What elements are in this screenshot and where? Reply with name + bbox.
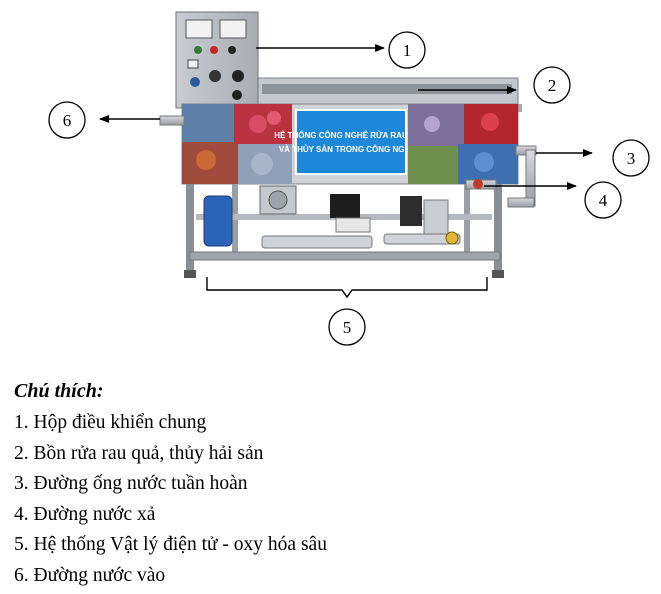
callout-4: 4 (484, 181, 622, 219)
legend-item-6: 6. Đường nước vào (14, 564, 166, 586)
banner-line-2: VÀ THỦY SẢN TRONG CÔNG NGHIỆP (279, 145, 424, 154)
svg-text:1: 1 (403, 41, 412, 60)
svg-text:5: 5 (343, 318, 352, 337)
inlet-pipe (159, 115, 185, 126)
legend-item-4: 4. Đường nước xả (14, 503, 156, 525)
legend-title: Chú thích: (14, 380, 104, 402)
legend-item-3: 3. Đường ống nước tuần hoàn (14, 473, 248, 494)
legend-item-2: 2. Bồn rửa rau quả, thủy hải sản (14, 442, 264, 464)
equipment-diagram: HỆ THỐNG CÔNG NGHỆ RỬA RAU QUẢ VÀ THỦY S… (48, 11, 650, 346)
seafood-photo-left (182, 104, 292, 184)
svg-text:3: 3 (627, 149, 636, 168)
electro-oxidation-system (203, 185, 461, 249)
callout-1: 1 (256, 31, 426, 69)
circulation-pipe (507, 145, 537, 208)
callout-2: 2 (418, 66, 571, 104)
control-box (175, 11, 259, 109)
seafood-photo-right (408, 104, 518, 184)
banner-line-1: HỆ THỐNG CÔNG NGHỆ RỬA RAU QUẢ (274, 130, 428, 140)
legend: Chú thích: 1. Hộp điều khiển chung 2. Bồ… (14, 378, 654, 591)
legend-item-1: 1. Hộp điều khiển chung (14, 412, 207, 433)
svg-text:6: 6 (63, 111, 72, 130)
front-panel: HỆ THỐNG CÔNG NGHỆ RỬA RAU QUẢ VÀ THỦY S… (181, 103, 519, 185)
callout-5: 5 (206, 277, 488, 346)
callout-6: 6 (48, 101, 160, 139)
svg-text:2: 2 (548, 76, 557, 95)
callout-3: 3 (536, 139, 650, 177)
legend-item-5: 5. Hệ thống Vật lý điện tử - oxy hóa sâu (14, 534, 327, 555)
info-banner: HỆ THỐNG CÔNG NGHỆ RỬA RAU QUẢ VÀ THỦY S… (274, 109, 428, 175)
svg-text:4: 4 (599, 191, 608, 210)
drain-line (465, 179, 497, 190)
